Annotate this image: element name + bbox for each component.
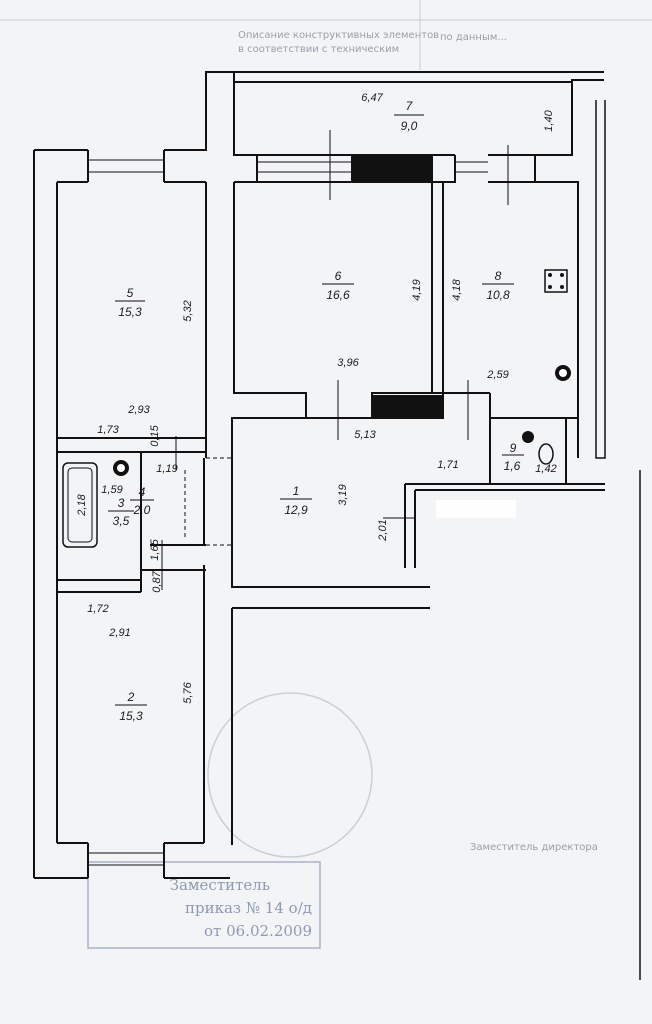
dim-hall-small: 1,71 [437, 459, 458, 471]
dim-hall-recess: 2,01 [377, 519, 389, 541]
wall-south-room2 [57, 842, 230, 879]
dim-r5-width: 2,93 [127, 404, 150, 416]
stove [544, 269, 568, 293]
dim-r5-length: 5,32 [182, 300, 194, 321]
official-stamp: Заместитель приказ № 14 о/д от 06.02.200… [87, 692, 373, 949]
door-openings [184, 457, 232, 546]
dim-loggia-width: 1,40 [543, 109, 555, 131]
dim-wc-width: 1,42 [535, 463, 556, 475]
wall-north-room5 [57, 150, 206, 183]
dim-corr-width: 1,19 [156, 463, 177, 475]
room-5-number: 5 [127, 286, 134, 300]
wall-room6-8 [431, 154, 456, 393]
dimension-lines [161, 130, 509, 590]
bath-walls [57, 437, 206, 593]
stamp-line-3: от 06.02.2009 [204, 922, 312, 940]
bathtub [62, 462, 98, 548]
wc-walls [489, 417, 578, 485]
wall-north-center [164, 71, 257, 458]
dim-bath-depth: 1,59 [101, 484, 122, 496]
room-9-area: 1,6 [504, 459, 521, 473]
room-8-number: 8 [495, 269, 502, 283]
wall-hall-south [203, 458, 430, 845]
bg-side-note: Заместитель директора [470, 842, 598, 853]
room-8-area: 10,8 [486, 288, 510, 302]
dim-r2-depth: 2,91 [108, 627, 130, 639]
stamp-line-2: приказ № 14 о/д [185, 899, 312, 917]
room-5-area: 15,3 [118, 305, 142, 319]
dim-bath-tub: 2,18 [76, 493, 88, 516]
correction-patch [436, 500, 516, 518]
bg-header-right: по данным... [440, 32, 507, 43]
dim-r6-width: 3,96 [337, 357, 359, 369]
room-6-area: 16,6 [326, 288, 350, 302]
room-9-number: 9 [510, 441, 517, 455]
dim-loggia-length: 6,47 [361, 92, 383, 104]
room-6-number: 6 [335, 269, 342, 283]
toilet [538, 443, 554, 465]
dim-r8-length: 4,18 [451, 278, 463, 300]
wall-hall-east [231, 458, 605, 588]
dim-hall-length: 5,13 [354, 429, 376, 441]
room-labels: 7 9,0 5 15,3 6 16,6 8 10,8 1 12,9 4 2,0 … [108, 99, 524, 723]
outer-wall-west [33, 149, 88, 879]
walls [33, 71, 641, 980]
room-4-area: 2,0 [133, 503, 151, 517]
background-document: Описание конструктивных элементов в соот… [0, 0, 652, 853]
wc-basin [522, 431, 534, 443]
dim-r2-width: 1,72 [87, 603, 108, 615]
dim-offset-a: 0,15 [149, 424, 161, 446]
room-4-number: 4 [139, 485, 146, 499]
dim-r8-width: 2,59 [486, 369, 508, 381]
wall-north-room6 [231, 155, 307, 458]
dimension-labels: 6,47 1,40 5,32 2,93 4,19 3,96 4,18 2,59 … [76, 92, 557, 704]
bg-header-line-1: Описание конструктивных элементов [238, 30, 439, 41]
fixtures [62, 269, 571, 548]
bg-header-line-2: в соответствии с техническим [238, 44, 399, 55]
dim-r2-length: 5,76 [182, 681, 194, 703]
room-7-area: 9,0 [401, 119, 418, 133]
stamp-line-1: Заместитель [170, 876, 270, 894]
east-neighbour-walls [595, 100, 641, 980]
dim-hall-width: 3,19 [337, 484, 349, 505]
room-7-number: 7 [406, 99, 414, 113]
room-1-number: 1 [293, 484, 300, 498]
dim-r6-length: 4,19 [411, 279, 423, 300]
dim-offset-b: 0,87 [151, 570, 163, 592]
room-3-area: 3,5 [113, 514, 130, 528]
room-1-area: 12,9 [284, 503, 308, 517]
room-3-number: 3 [118, 496, 125, 510]
room-2-area: 15,3 [119, 709, 143, 723]
dim-corr-length: 1,65 [149, 538, 161, 560]
loggia-walls [234, 71, 604, 156]
room-2-number: 2 [127, 690, 135, 704]
dim-bath-width: 1,73 [97, 424, 119, 436]
round-seal [207, 692, 373, 858]
